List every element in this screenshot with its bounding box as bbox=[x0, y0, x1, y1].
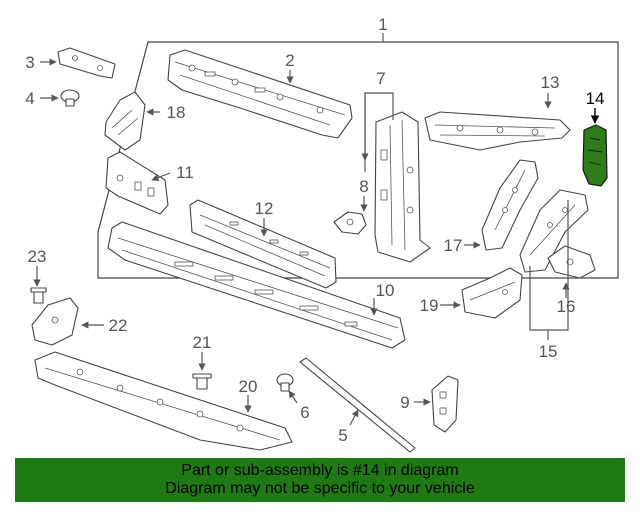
callout-9: 9 bbox=[400, 393, 409, 412]
callout-19: 19 bbox=[420, 296, 439, 315]
callout-21: 21 bbox=[193, 333, 212, 352]
info-banner: Part or sub-assembly is #14 in diagram D… bbox=[15, 458, 625, 502]
part-20-lower-cover[interactable] bbox=[34, 351, 293, 451]
callout-17: 17 bbox=[444, 236, 463, 255]
banner-line-1: Part or sub-assembly is #14 in diagram bbox=[181, 462, 459, 479]
part-7-vertical-support[interactable] bbox=[374, 111, 431, 263]
leader-lines bbox=[33, 33, 600, 426]
callout-11: 11 bbox=[176, 163, 194, 182]
callout-labels: 1 2 3 4 18 11 12 10 7 8 13 14 17 19 16 1… bbox=[25, 15, 604, 445]
callout-8: 8 bbox=[359, 177, 368, 196]
callout-22: 22 bbox=[109, 316, 128, 335]
part-13-side-member[interactable] bbox=[424, 111, 571, 151]
part-6-bolt[interactable] bbox=[276, 373, 294, 392]
part-19-lower-bracket[interactable] bbox=[461, 267, 523, 319]
part-9-bracket[interactable] bbox=[431, 375, 459, 433]
callout-7: 7 bbox=[376, 69, 385, 88]
callout-23: 23 bbox=[28, 247, 47, 266]
part-8-clip[interactable] bbox=[333, 211, 367, 235]
part-17-side-bracket[interactable] bbox=[481, 159, 539, 251]
callout-20: 20 bbox=[239, 377, 258, 396]
part-21-clip[interactable] bbox=[192, 373, 212, 390]
part-2-upper-tie-bar[interactable] bbox=[167, 49, 353, 139]
part-22-bracket[interactable] bbox=[31, 297, 79, 346]
callout-16: 16 bbox=[557, 297, 576, 316]
part-3-bracket[interactable] bbox=[57, 47, 116, 79]
callout-15: 15 bbox=[539, 342, 558, 361]
callout-18: 18 bbox=[167, 103, 186, 122]
part-23-clip[interactable] bbox=[30, 287, 47, 304]
part-18-bracket[interactable] bbox=[104, 91, 146, 151]
part-11-bracket[interactable] bbox=[105, 151, 169, 215]
callout-6: 6 bbox=[300, 403, 309, 422]
callout-4: 4 bbox=[25, 89, 34, 108]
part-12-tie-bar[interactable] bbox=[189, 199, 337, 289]
callout-13: 13 bbox=[541, 73, 560, 92]
part-10-lower-bar[interactable] bbox=[107, 221, 406, 349]
callout-3: 3 bbox=[25, 53, 34, 72]
callout-14: 14 bbox=[586, 89, 605, 108]
part-5-rod[interactable] bbox=[299, 357, 416, 453]
callout-12: 12 bbox=[255, 199, 274, 218]
part-15-side-member[interactable] bbox=[519, 189, 589, 273]
callout-1: 1 bbox=[378, 15, 387, 34]
part-4-bolt[interactable] bbox=[60, 89, 80, 107]
assembly-outline bbox=[97, 41, 619, 279]
banner-line-2: Diagram may not be specific to your vehi… bbox=[165, 480, 475, 497]
callout-10: 10 bbox=[376, 281, 395, 300]
callout-5: 5 bbox=[338, 426, 347, 445]
part-14-bracket-highlighted[interactable] bbox=[582, 124, 608, 187]
callout-2: 2 bbox=[285, 51, 294, 70]
